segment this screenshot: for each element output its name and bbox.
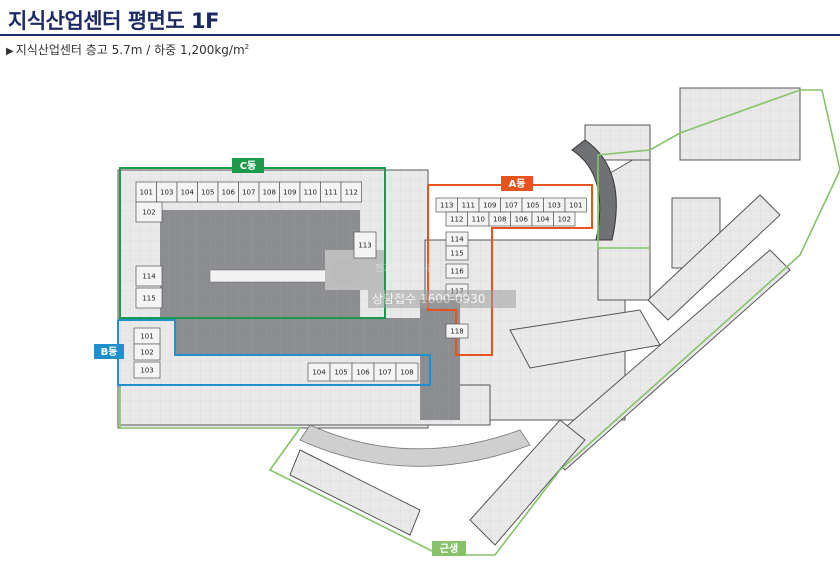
unit-label: 116 — [450, 268, 464, 276]
zone-a-tag: A동 — [509, 178, 526, 190]
unit-cell — [133, 361, 161, 379]
zone-a-tag-bg — [501, 176, 533, 191]
subtitle-superscript: 2 — [244, 43, 250, 51]
watermark: 판교중개사사무 상담접수 1600-0930 — [332, 258, 516, 308]
unit-label: 101 — [140, 189, 153, 197]
zone-b: B동 101 102 103 104 105 106 107 108 — [94, 319, 431, 386]
unit-label: 106 — [515, 216, 529, 224]
zone-c: C동 101 103 104 105 106 107 108 109 110 111 112 102… — [119, 158, 386, 319]
unit-label: 104 — [312, 369, 326, 377]
zone-retail-tag: 근생 — [440, 542, 458, 555]
unit-label: 113 — [440, 202, 453, 210]
unit-label: 108 — [400, 369, 413, 377]
watermark-logo-icon — [332, 258, 360, 286]
unit-label: 104 — [536, 216, 550, 224]
unit-label: 105 — [201, 189, 214, 197]
unit-label: 110 — [304, 189, 317, 197]
unit-label: 103 — [140, 367, 153, 375]
unit-label: 106 — [222, 189, 236, 197]
unit-label: 104 — [181, 189, 195, 197]
zone-b-tag: B동 — [101, 346, 118, 358]
unit-label: 112 — [345, 189, 358, 197]
unit-label: 107 — [505, 202, 518, 210]
zone-a-outline — [427, 184, 593, 356]
parking-area — [160, 210, 460, 420]
zone-retail-tag-bg — [432, 541, 466, 556]
unit-label: 108 — [263, 189, 276, 197]
unit-label: 103 — [160, 189, 173, 197]
unit-label: 111 — [324, 189, 337, 197]
subtitle-text: 지식산업센터 층고 5.7m / 하중 1,200kg/m — [15, 43, 245, 57]
unit-label: 107 — [378, 369, 391, 377]
unit-cell — [564, 197, 587, 213]
unit-label: 114 — [142, 273, 156, 281]
page-title: 지식산업센터 평면도 1F — [8, 9, 219, 33]
unit-label: 115 — [142, 295, 155, 303]
watermark-line1: 판교중개사사무 — [375, 263, 433, 274]
unit-cell — [135, 201, 163, 223]
unit-cell — [133, 343, 161, 361]
watermark-line2: 상담접수 1600-0930 — [372, 292, 485, 306]
unit-label: 102 — [140, 349, 153, 357]
unit-label: 112 — [450, 216, 463, 224]
unit-label: 101 — [140, 333, 153, 341]
unit-label: 109 — [483, 202, 496, 210]
unit-label: 105 — [334, 369, 347, 377]
unit-label: 107 — [242, 189, 255, 197]
unit-label: 106 — [356, 369, 370, 377]
unit-label: 114 — [450, 236, 464, 244]
unit-label: 110 — [472, 216, 485, 224]
unit-cell — [445, 245, 469, 261]
zone-c-tag-bg — [232, 158, 264, 173]
unit-label: 118 — [450, 328, 463, 336]
unit-label: 102 — [558, 216, 571, 224]
unit-cell — [353, 231, 377, 259]
zone-b-tag-bg — [94, 344, 124, 359]
zone-retail: 근생 — [119, 89, 840, 556]
unit-label: 115 — [450, 250, 463, 258]
unit-label: 103 — [548, 202, 561, 210]
watermark-bar — [368, 290, 516, 308]
zone-a: A동 113 111 109 107 105 103 101 112 110 108 106 104… — [427, 176, 593, 356]
zone-b-outline — [117, 319, 431, 386]
unit-cell — [395, 362, 419, 382]
unit-cell — [445, 263, 469, 279]
zone-c-tag: C동 — [240, 160, 257, 172]
unit-label: 108 — [493, 216, 506, 224]
unit-cell — [553, 211, 576, 227]
unit-cell — [445, 323, 469, 339]
unit-label: 109 — [283, 189, 296, 197]
unit-cell — [135, 265, 163, 287]
zone-retail-outline — [119, 89, 840, 556]
unit-label: 111 — [462, 202, 475, 210]
page-subtitle: ▶지식산업센터 층고 5.7m / 하중 1,200kg/m2 — [6, 41, 249, 58]
unit-label: 105 — [526, 202, 539, 210]
unit-label: 102 — [142, 209, 155, 217]
unit-label: 101 — [569, 202, 582, 210]
unit-label: 113 — [358, 242, 371, 250]
title-divider — [0, 34, 840, 36]
unit-cell — [135, 287, 163, 309]
triangle-bullet-icon: ▶ — [6, 46, 14, 57]
unit-cell — [340, 181, 362, 203]
